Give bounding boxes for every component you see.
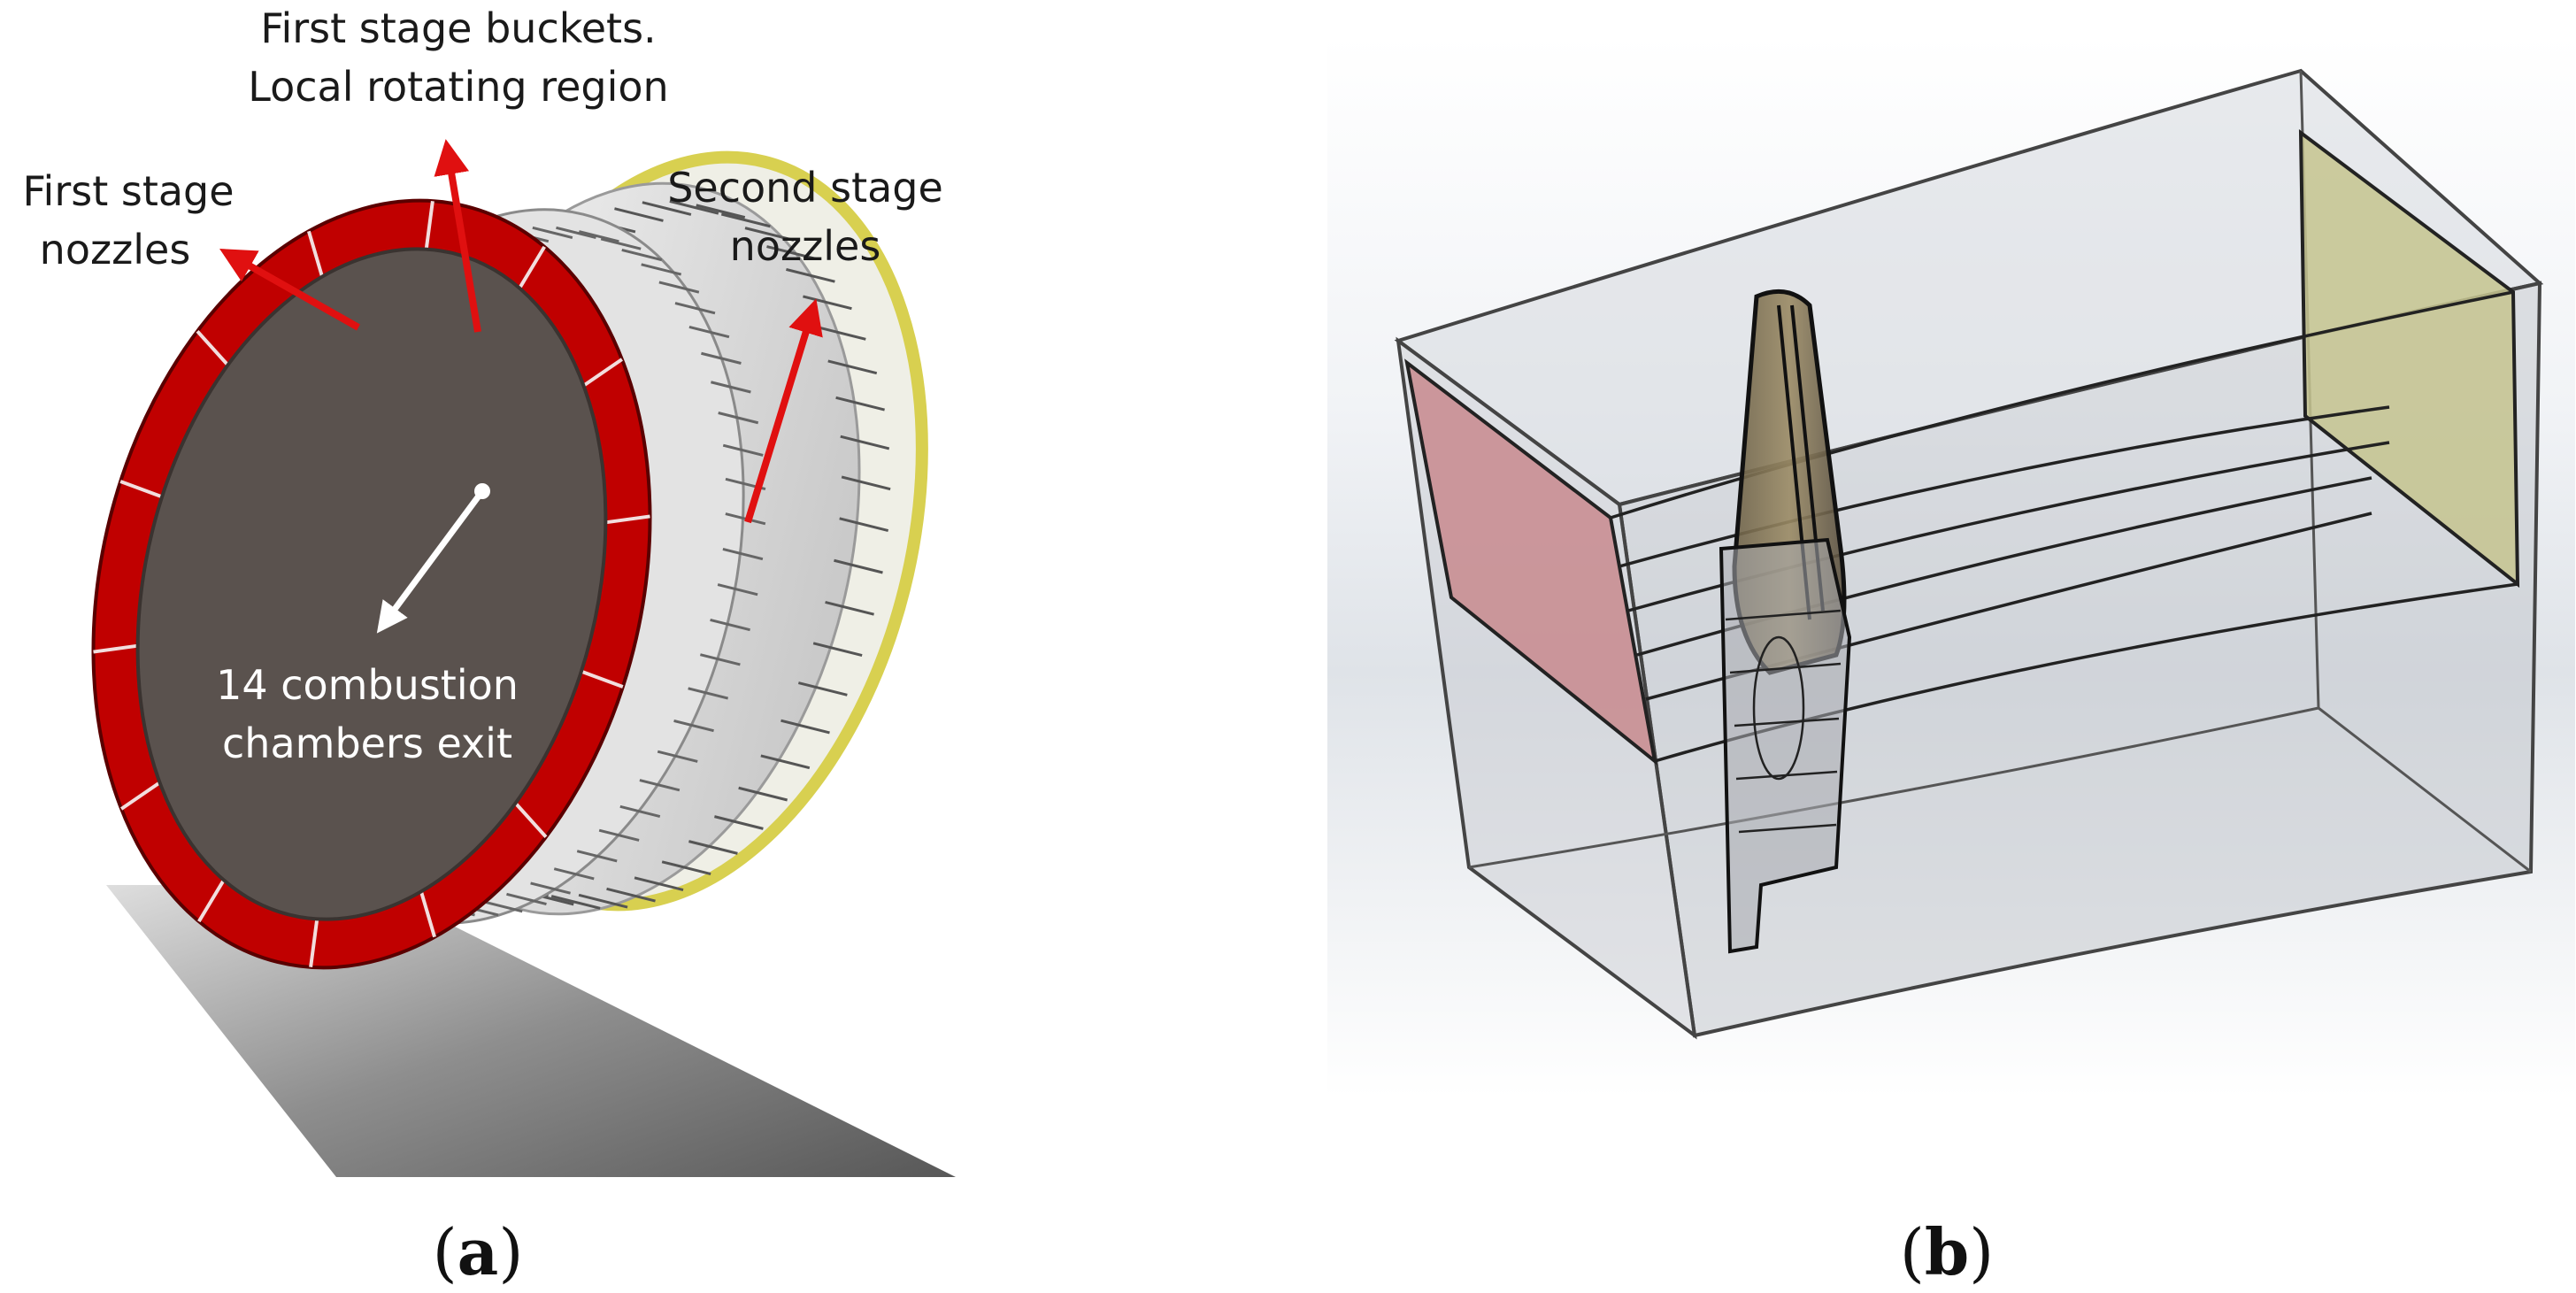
root-detail-lines [1725,609,1842,834]
vane-line [556,226,596,240]
vane-line [673,720,714,733]
ring-segment-dividers [93,200,650,968]
vane-line [606,887,656,903]
vane-line [696,204,746,219]
vane-line [803,295,852,311]
vane-line [700,653,741,666]
vane-line [481,900,523,913]
vane-line [760,754,811,770]
vane-line [658,281,700,294]
arrow-first-stage-nozzles [219,249,360,331]
ring-divider [197,879,226,923]
vane-line [701,351,742,365]
label-buckets-line2: Local rotating region [248,63,668,111]
vane-line [621,248,663,262]
vane-line [506,892,547,906]
ring-divider [309,919,319,968]
vane-line [619,804,661,819]
ring-divider [119,480,163,499]
arrow-combustion-chambers [376,489,485,634]
vane-line [798,681,848,697]
vane-line [578,230,619,243]
vane-line [718,412,759,425]
vane-line [674,302,716,315]
caption-b-letter: b [1925,1214,1969,1289]
caption-a-letter: a [458,1214,499,1289]
vane-line [657,750,698,763]
vane-line [642,201,692,216]
vane-line [840,435,890,450]
vane-line [530,881,571,895]
ring-divider [93,643,138,654]
vane-line [614,207,664,222]
ring-divider [518,245,546,289]
vane-line [576,850,618,863]
vane-line [669,199,719,215]
ring-divider [424,200,434,250]
inlet-disk [135,247,608,921]
caption-b-close: ) [1969,1215,1994,1289]
vane-line [553,867,595,881]
panel-b: (b) [1327,35,2575,1289]
vane-line [688,840,738,855]
caption-b: (b) [1900,1214,1995,1289]
vane-line [766,245,816,260]
ring-divider [605,514,650,525]
vane-line [688,325,730,339]
vane-line [786,267,835,283]
label-buckets-line1: First stage buckets. [260,4,656,52]
vane-line [827,359,878,375]
vane-line [598,828,640,842]
panel-a: First stage buckets. Local rotating regi… [22,4,956,1289]
vane-line [550,895,601,910]
vane-line [710,619,750,632]
caption-a-close: ) [498,1215,523,1289]
vane-line [835,396,885,412]
vane-line [717,583,758,596]
label-chambers-line2: chambers exit [222,720,512,767]
vane-line [661,860,711,875]
vane-line [578,893,628,909]
ring-divider [307,230,324,278]
ring-divider [119,781,161,811]
ring-divider [582,358,624,388]
vane-line [634,876,684,891]
label-nozzles2-line2: nozzles [730,222,881,270]
arrow-second-stage-nozzles [744,298,823,524]
label-chambers-line1: 14 combustion [216,661,519,709]
arrow-first-stage-buckets [434,139,481,333]
vane-line [722,443,764,457]
label-nozzles1-line1: First stage [22,167,234,215]
vane-line [744,227,795,242]
vane-line [600,237,642,250]
blade-root-assembly [1719,537,1852,954]
vane-line [816,326,866,341]
vane-line [688,687,729,700]
vane-line [841,475,891,491]
vane-line [711,381,751,394]
vane-line [825,601,874,616]
vane-line [641,263,682,276]
vane-line [532,226,573,239]
label-nozzles1-line2: nozzles [40,226,191,273]
vane-line [639,779,681,792]
label-nozzles2-line1: Second stage [667,164,943,212]
caption-a-open: ( [433,1215,458,1289]
vane-line [812,642,863,658]
vane-line [834,558,883,574]
ring-divider [581,669,624,689]
ring-divider [514,802,548,839]
ring-divider [419,890,436,938]
vane-line [722,548,764,561]
ring-divider [196,329,229,366]
vane-line [714,815,764,830]
vane-line [839,517,889,533]
caption-b-open: ( [1900,1215,1925,1289]
vane-line [738,786,788,802]
vane-line [720,212,771,228]
caption-a: (a) [433,1214,524,1289]
vane-line [780,719,830,735]
